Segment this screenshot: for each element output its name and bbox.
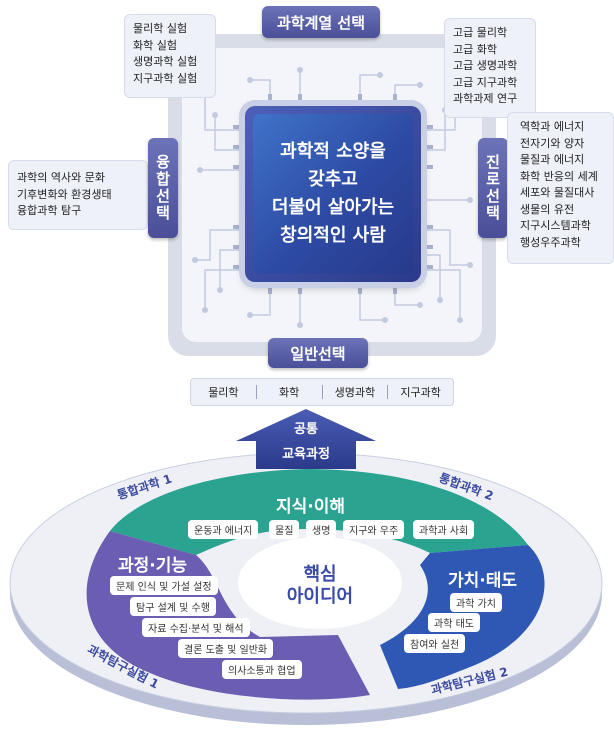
list-item: 역학과 에너지 <box>520 120 585 133</box>
list-item: 고급 화학 <box>453 42 497 56</box>
core-text-line: 더불어 살아가는 <box>271 197 395 218</box>
core-text-line: 과학적 소양을 <box>280 141 386 162</box>
common-curriculum-arrow <box>236 409 376 469</box>
knowledge-item: 지구와 우주 <box>343 520 405 539</box>
general-subject-bar: 물리학 화학 생명과학 지구과학 <box>190 378 454 406</box>
list-item: 융합과학 탐구 <box>17 204 82 217</box>
process-item: 문제 인식 및 가설 설정 <box>110 576 218 595</box>
process-item: 탐구 설계 및 수행 <box>130 597 216 616</box>
general-elective-label: 일반선택 <box>268 338 368 368</box>
list-item: 물질과 에너지 <box>520 153 585 166</box>
process-item: 결론 도출 및 일반화 <box>178 639 274 658</box>
convergence-elective-label: 융합선택 <box>148 138 178 238</box>
list-item: 행성우주과학 <box>520 235 581 249</box>
list-item: 고급 지구과학 <box>453 75 518 89</box>
knowledge-item: 물질 <box>269 520 300 539</box>
list-item: 지구시스템과학 <box>520 219 591 232</box>
process-segment <box>86 531 370 700</box>
chip-pins <box>233 94 433 294</box>
divider <box>387 385 389 399</box>
career-elective-label: 진로선택 <box>478 138 508 238</box>
knowledge-title: 지식·이해 <box>276 497 346 517</box>
science-track-label: 과학계열 선택 <box>262 6 380 38</box>
list-item: 전자기와 양자 <box>520 136 585 150</box>
subject-item: 물리학 <box>208 386 239 399</box>
list-item: 지구과학 실험 <box>133 71 198 85</box>
subject-item: 화학 <box>279 386 300 399</box>
value-title: 가치·태도 <box>448 571 518 591</box>
advanced-course-list: 고급 물리학 고급 화학 고급 생명과학 고급 지구과학 과학과제 연구 <box>444 18 536 118</box>
core-idea-line2: 아이디어 <box>286 586 354 607</box>
value-item: 참여와 실천 <box>404 634 466 653</box>
process-item: 자료 수집·분석 및 해석 <box>142 618 250 637</box>
convergence-course-list: 과학의 역사와 문화 기후변화와 환경생태 융합과학 탐구 <box>8 160 148 230</box>
core-idea-ellipse <box>238 537 402 629</box>
list-item: 생명과학 실험 <box>133 55 198 68</box>
list-item: 고급 물리학 <box>453 26 508 39</box>
knowledge-item: 과학과 사회 <box>413 520 475 539</box>
core-text-line: 갖추고 <box>308 169 358 190</box>
list-item: 고급 생명과학 <box>453 59 518 72</box>
value-item: 과학 가치 <box>450 593 502 612</box>
knowledge-item: 운동과 에너지 <box>188 520 259 539</box>
value-item: 과학 태도 <box>428 613 480 632</box>
knowledge-item: 생명 <box>306 520 337 539</box>
process-title: 과정·기능 <box>118 556 188 576</box>
subject-item: 지구과학 <box>400 386 441 399</box>
list-item: 세포와 물질대사 <box>520 186 595 199</box>
core-idea-line1: 핵심 <box>303 564 337 585</box>
core-text-line: 창의적인 사람 <box>280 225 386 246</box>
list-item: 과학과제 연구 <box>453 92 518 105</box>
list-item: 과학의 역사와 문화 <box>17 171 105 184</box>
list-item: 화학 실험 <box>133 38 177 52</box>
subject-item: 생명과학 <box>334 386 376 399</box>
core-chip: 과학적 소양을 갖추고 더불어 살아가는 창의적인 사람 <box>245 106 421 282</box>
list-item: 물리학 실험 <box>133 22 188 35</box>
list-item: 생물의 유전 <box>520 202 575 216</box>
divider <box>255 385 257 399</box>
list-item: 화학 반응의 세계 <box>520 169 598 183</box>
list-item: 기후변화와 환경생태 <box>17 187 112 201</box>
process-item: 의사소통과 협업 <box>222 660 302 679</box>
divider <box>321 385 323 399</box>
career-course-list: 역학과 에너지 전자기와 양자 물질과 에너지 화학 반응의 세계 세포와 물질… <box>507 112 614 264</box>
curriculum-label: 교육과정 <box>282 447 330 462</box>
lab-course-list: 물리학 실험 화학 실험 생명과학 실험 지구과학 실험 <box>124 14 216 98</box>
core-chip-inner: 과학적 소양을 갖추고 더불어 살아가는 창의적인 사람 <box>253 114 413 274</box>
common-label: 공통 <box>294 422 318 437</box>
